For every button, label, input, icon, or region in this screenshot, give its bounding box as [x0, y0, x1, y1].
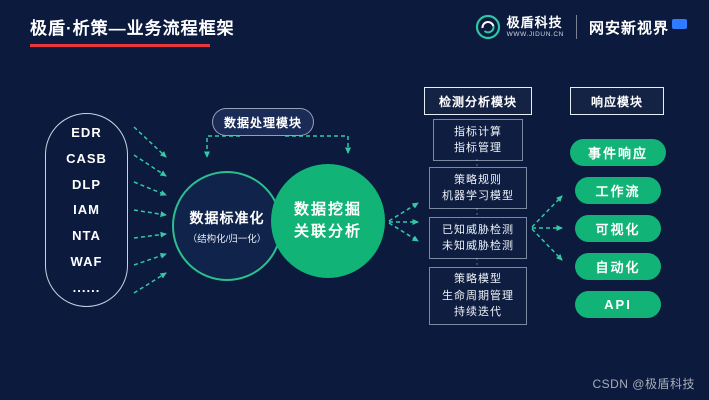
- detection-box-line: 机器学习模型: [442, 190, 514, 202]
- logo-area: 极盾科技 WWW.JIDUN.CN 网安新视界: [475, 14, 687, 40]
- jidun-logo-icon: [475, 14, 500, 40]
- detection-box-strategy: 策略规则 机器学习模型: [429, 167, 527, 209]
- response-module-header: 响应模块: [570, 87, 664, 115]
- source-item-edr: EDR: [71, 125, 102, 141]
- detection-box-line: 未知威胁检测: [442, 240, 514, 252]
- header: 极盾·析策—业务流程框架: [30, 14, 235, 47]
- standardize-circle: 数据标准化 （结构化/归一化）: [172, 171, 282, 281]
- standardize-subtitle: （结构化/归一化）: [187, 233, 267, 245]
- source-list: EDR CASB DLP IAM NTA WAF ......: [45, 113, 128, 307]
- detection-box-line: 指标计算: [454, 125, 502, 138]
- partner-logo: 网安新视界: [589, 17, 687, 38]
- jidun-logo: 极盾科技 WWW.JIDUN.CN: [475, 14, 564, 40]
- source-item-iam: IAM: [73, 202, 100, 218]
- logo-divider: [575, 15, 577, 39]
- response-item-automation: 自动化: [575, 253, 661, 280]
- brand-url: WWW.JIDUN.CN: [506, 30, 564, 38]
- standardize-title: 数据标准化: [189, 209, 265, 226]
- source-item-more: ......: [72, 279, 101, 295]
- detection-box-line: 策略模型: [454, 273, 502, 286]
- mining-subtitle: 关联分析: [293, 223, 362, 240]
- page-title: 极盾·析策—业务流程框架: [30, 19, 235, 38]
- brand-name: 极盾科技: [506, 15, 563, 31]
- source-item-dlp: DLP: [72, 176, 101, 192]
- title-underline: [30, 44, 210, 47]
- source-item-waf: WAF: [70, 253, 103, 269]
- partner-name: 网安新视界: [588, 19, 669, 37]
- detection-box-line: 策略规则: [454, 173, 502, 186]
- mining-title: 数据挖掘: [293, 200, 362, 218]
- source-item-casb: CASB: [66, 151, 107, 167]
- detection-box-line: 持续迭代: [454, 306, 502, 319]
- response-item-api: API: [575, 291, 661, 318]
- detection-box-line: 指标管理: [454, 142, 502, 154]
- detection-box-indicators: 指标计算 指标管理: [433, 119, 523, 161]
- response-item-workflow: 工作流: [575, 177, 661, 204]
- response-item-incident: 事件响应: [570, 139, 666, 166]
- response-item-visualize: 可视化: [575, 215, 661, 242]
- watermark: CSDN @极盾科技: [592, 377, 695, 391]
- mining-circle: 数据挖掘 关联分析: [271, 164, 385, 278]
- processing-module-badge: 数据处理模块: [212, 108, 314, 136]
- jidun-logo-text: 极盾科技 WWW.JIDUN.CN: [506, 15, 564, 38]
- detection-box-threats: 已知威胁检测 未知威胁检测: [429, 217, 527, 259]
- detection-box-line: 已知威胁检测: [442, 223, 514, 236]
- detection-module-header: 检测分析模块: [424, 87, 532, 115]
- source-item-nta: NTA: [72, 228, 101, 244]
- detection-box-lifecycle: 策略模型 生命周期管理 持续迭代: [429, 267, 527, 325]
- detection-box-line: 生命周期管理: [442, 289, 514, 302]
- blue-tag-icon: [672, 18, 687, 29]
